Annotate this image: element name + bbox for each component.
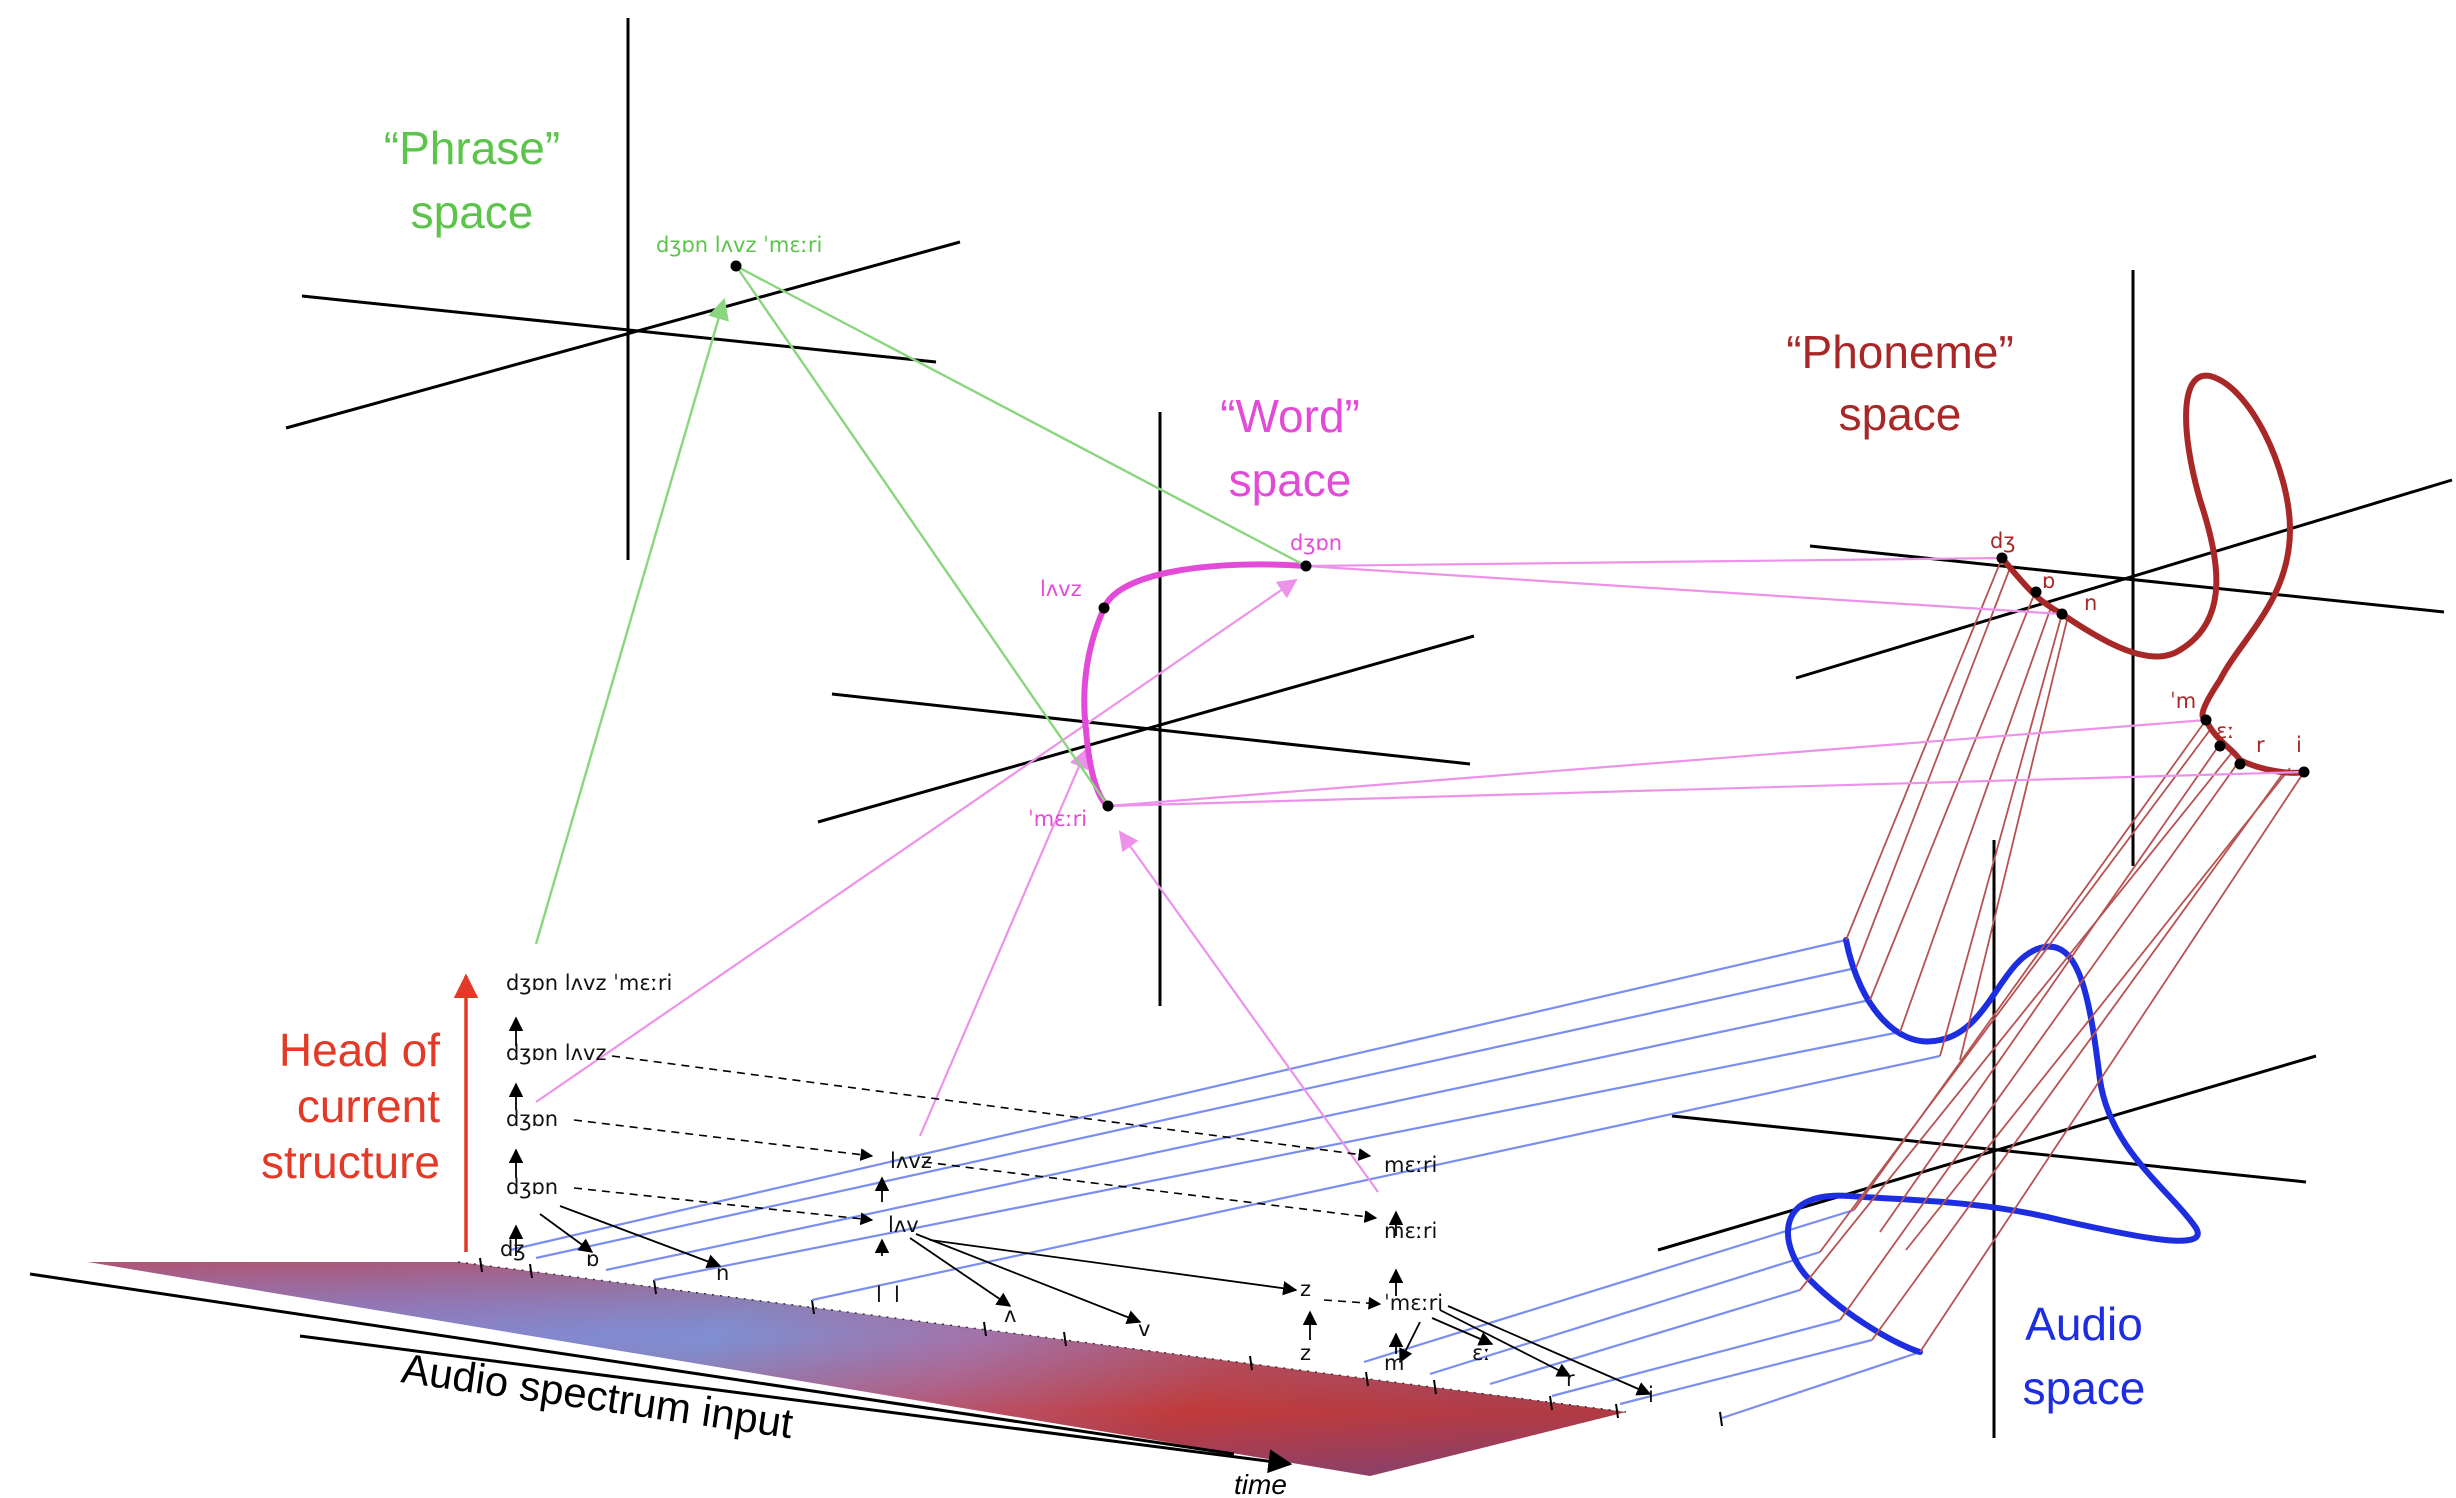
time-label: time <box>1234 1469 1287 1498</box>
stack-z-upper: z <box>1300 1277 1311 1301</box>
phrase-title-line1: “Phrase” <box>384 122 560 174</box>
phrase-title-line2: space <box>411 186 534 238</box>
head-of-structure-label: Head of current structure <box>261 1024 440 1188</box>
phoneme-point-m: ˈm <box>2170 689 2196 713</box>
word-mapping-links <box>535 556 2305 1193</box>
phoneme-title-line1: “Phoneme” <box>1786 326 2014 378</box>
phoneme-point-r: r <box>2256 733 2265 757</box>
spectrum-baseline <box>29 1272 1235 1456</box>
phoneme-space-title: “Phoneme” space <box>1786 326 2014 440</box>
stack-loves-l2: lʌvz <box>890 1149 932 1173</box>
word-title-line2: space <box>1229 454 1352 506</box>
stack-john-l2: dʒɒn <box>506 1107 558 1131</box>
phoneme-space-axes <box>1795 270 2453 866</box>
audio-trajectory <box>1784 937 2201 1355</box>
phrase-space-title: “Phrase” space <box>384 122 560 238</box>
phoneme-point-labels: dʒ ɒ n ˈm ɛː r i <box>1990 529 2302 757</box>
phrase-space-axes <box>285 18 961 560</box>
word-point-john: dʒɒn <box>1290 531 1342 555</box>
audio-space-title: Audio space <box>2023 1298 2146 1414</box>
phoneme-r: r <box>1566 1367 1575 1391</box>
stack-mary-l1: mɛːri <box>1384 1219 1437 1243</box>
word-trajectory <box>1081 561 1309 809</box>
word-space-axes <box>817 412 1475 1006</box>
head-label-line2: current <box>297 1080 440 1132</box>
phoneme-dz: dʒ <box>500 1237 525 1261</box>
phoneme-o: ɒ <box>586 1247 599 1271</box>
phoneme-title-line2: space <box>1839 388 1962 440</box>
phrase-point-label: dʒɒn lʌvz ˈmɛːri <box>656 233 822 257</box>
phoneme-a: ʌ <box>1004 1303 1016 1327</box>
parse-stack-dashed-links <box>573 1055 1382 1310</box>
audio-spectrum <box>88 1261 1627 1476</box>
phoneme-e: ɛː <box>1472 1341 1490 1365</box>
phoneme-z: z <box>1300 1341 1311 1365</box>
stack-level3: dʒɒn lʌvz <box>506 1041 607 1065</box>
word-point-loves: lʌvz <box>1040 577 1082 601</box>
phrase-mapping-links <box>534 264 1307 945</box>
word-point-labels: dʒɒn lʌvz ˈmɛːri <box>1028 531 1342 831</box>
parse-stack-labels: dʒɒn lʌvz ˈmɛːri dʒɒn lʌvz dʒɒn dʒɒn lʌv… <box>500 971 1654 1407</box>
phoneme-l2: l <box>894 1283 900 1307</box>
audio-space-axes <box>1657 840 2317 1438</box>
word-space-title: “Word” space <box>1220 390 1360 506</box>
phoneme-point-dz: dʒ <box>1990 529 2015 553</box>
phoneme-m: m <box>1384 1351 1404 1375</box>
stack-john-l1: dʒɒn <box>506 1175 558 1199</box>
phoneme-i: i <box>1648 1383 1654 1407</box>
phoneme-l: l <box>876 1283 882 1307</box>
audio-title-line1: Audio <box>2025 1298 2143 1350</box>
stack-mary-l2: mɛːri <box>1384 1153 1437 1177</box>
phoneme-point-n: n <box>2084 591 2097 615</box>
phoneme-point-o: ɒ <box>2042 569 2055 593</box>
word-point-mary: ˈmɛːri <box>1028 807 1087 831</box>
phoneme-mapping-links <box>1799 557 2305 1353</box>
time-axis-arrow <box>299 1334 1293 1474</box>
parse-stack-arrows <box>508 1016 1652 1396</box>
phoneme-point-e: ɛː <box>2216 719 2234 743</box>
head-label-line1: Head of <box>279 1024 440 1076</box>
word-title-line1: “Word” <box>1220 390 1360 442</box>
stack-loves-l1: lʌv <box>888 1213 919 1237</box>
phoneme-v: v <box>1138 1317 1150 1341</box>
phoneme-point-i: i <box>2296 733 2302 757</box>
audio-title-line2: space <box>2023 1362 2146 1414</box>
head-label-line3: structure <box>261 1136 440 1188</box>
stack-level4: dʒɒn lʌvz ˈmɛːri <box>506 971 672 995</box>
points <box>730 260 2310 812</box>
audio-mapping-links <box>509 938 1941 1420</box>
phoneme-n: n <box>716 1261 729 1285</box>
time-ticks <box>479 1257 1723 1427</box>
stack-mary-l0: ˈmɛːri <box>1384 1291 1443 1315</box>
